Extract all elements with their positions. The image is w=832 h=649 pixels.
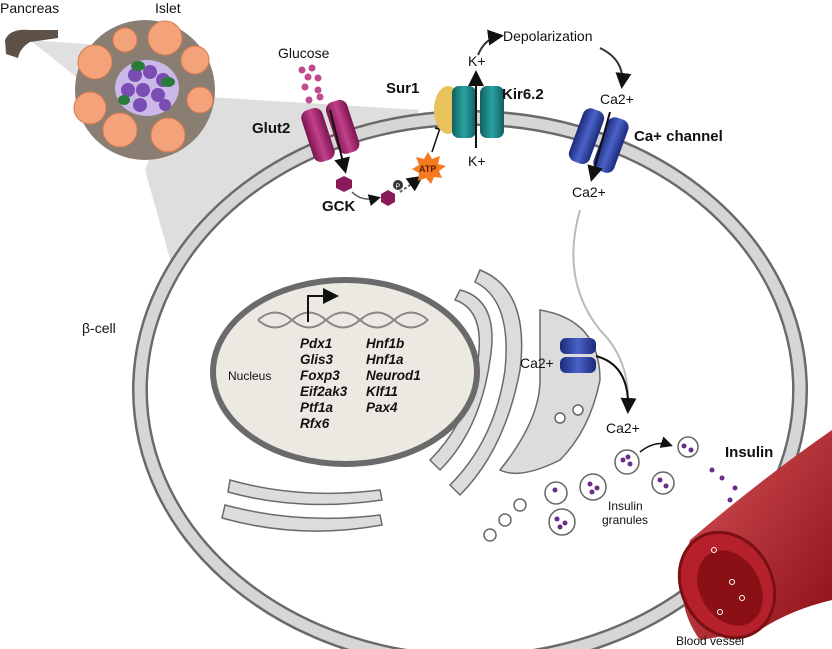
transcription-arrow-icon: [307, 288, 339, 322]
gene: Foxp3: [300, 368, 340, 383]
gene: Neurod1: [366, 368, 421, 383]
gene-list-right: Hnf1b Hnf1a Neurod1 Klf11 Pax4: [366, 336, 421, 415]
blood-vessel-icon: [677, 430, 832, 640]
atp-starburst-icon: [412, 152, 446, 184]
glut2-label: Glut2: [252, 120, 290, 137]
k-in-label: K+: [468, 153, 486, 169]
beta-cell-label: β-cell: [82, 320, 116, 336]
er-ca-channel-icon: [560, 338, 596, 373]
glucose-entry-arrow: [329, 109, 350, 174]
k-out-label: K+: [468, 53, 486, 69]
gene: Ptf1a: [300, 400, 334, 415]
glucose-hexagon-icon: [336, 176, 352, 192]
insulin-granules-label-2: granules: [602, 513, 648, 527]
islet-label: Islet: [155, 0, 181, 16]
ca-er-label: Ca2+: [520, 355, 554, 371]
gene: Hnf1b: [366, 336, 404, 351]
islet-illustration: [73, 20, 215, 160]
atp-label: ATP: [419, 164, 436, 174]
dna-helix-icon: [257, 311, 429, 329]
gck-label: GCK: [322, 198, 356, 215]
gene: Glis3: [300, 352, 334, 367]
ca-channel-icon: [568, 108, 629, 173]
glucose-6-phosphate-icon: [381, 190, 395, 206]
insulin-granules-label-1: Insulin: [608, 499, 643, 513]
ca-cytosol-label: Ca2+: [606, 420, 640, 436]
pancreas-icon: [5, 29, 58, 58]
pancreas-label: Pancreas: [0, 0, 59, 16]
ca-below-channel-label: Ca2+: [572, 184, 606, 200]
gene: Eif2ak3: [300, 384, 348, 399]
kir62-label: Kir6.2: [502, 86, 544, 103]
sur1-label: Sur1: [386, 80, 419, 97]
gene: Hnf1a: [366, 352, 404, 367]
blood-vessel-label: Blood vessel: [676, 634, 744, 648]
ca-channel-label: Ca+ channel: [634, 128, 723, 145]
nucleus: [210, 277, 480, 467]
gene-list-left: Pdx1 Glis3 Foxp3 Eif2ak3 Ptf1a Rfx6: [300, 336, 348, 431]
gene: Rfx6: [300, 416, 330, 431]
nucleus-label: Nucleus: [228, 369, 271, 383]
gene: Pax4: [366, 400, 398, 415]
phosphate-label: P: [396, 184, 401, 191]
kir62-channel-icon: [452, 86, 476, 138]
gene: Klf11: [366, 384, 398, 399]
gene: Pdx1: [300, 336, 332, 351]
insulin-granules: [483, 404, 699, 542]
glut2-transporter-icon: [301, 99, 360, 162]
insulin-label: Insulin: [725, 444, 773, 461]
ca-top-label: Ca2+: [600, 91, 634, 107]
glucose-label: Glucose: [278, 45, 330, 61]
glucose-molecules-icon: [298, 64, 324, 104]
depolarization-label: Depolarization: [503, 28, 593, 44]
